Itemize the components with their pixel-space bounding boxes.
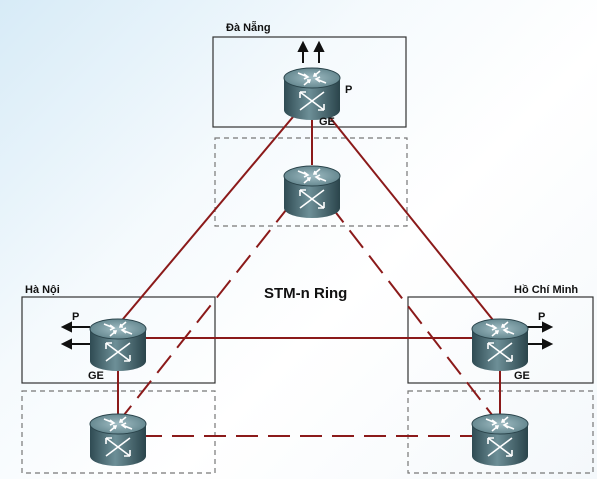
ring-title: STM-n Ring	[264, 285, 347, 302]
danang-backup-box	[214, 137, 408, 227]
danang-ge-label: GE	[319, 116, 335, 128]
arrow-up-icon	[297, 40, 309, 63]
link-danang-hcm	[319, 104, 498, 326]
hanoi-ge-label: GE	[88, 370, 104, 382]
danang-site-box	[212, 36, 407, 128]
hcm-ge-label: GE	[514, 370, 530, 382]
hanoi-p-label: P	[72, 311, 79, 323]
hanoi-backup-box	[21, 390, 216, 474]
link-danang-hanoi	[117, 104, 304, 326]
danang-p-label: P	[345, 84, 352, 96]
arrow-up-icon	[313, 40, 325, 63]
arrow-left-icon	[60, 338, 90, 350]
backup-link-danang-hanoi	[119, 204, 291, 421]
arrow-left-icon	[60, 321, 90, 333]
router-icon	[89, 413, 147, 467]
hanoi-label: Hà Nội	[25, 284, 60, 296]
router-icon	[471, 318, 529, 372]
backup-link-danang-hcm	[329, 204, 497, 421]
router-icon	[471, 413, 529, 467]
arrow-right-icon	[524, 338, 554, 350]
router-icon	[89, 318, 147, 372]
hcm-label: Hồ Chí Minh	[514, 284, 578, 296]
danang-label: Đà Nẵng	[226, 21, 271, 34]
router-icon	[283, 165, 341, 219]
hcm-p-label: P	[538, 311, 545, 323]
router-icon	[283, 67, 341, 121]
